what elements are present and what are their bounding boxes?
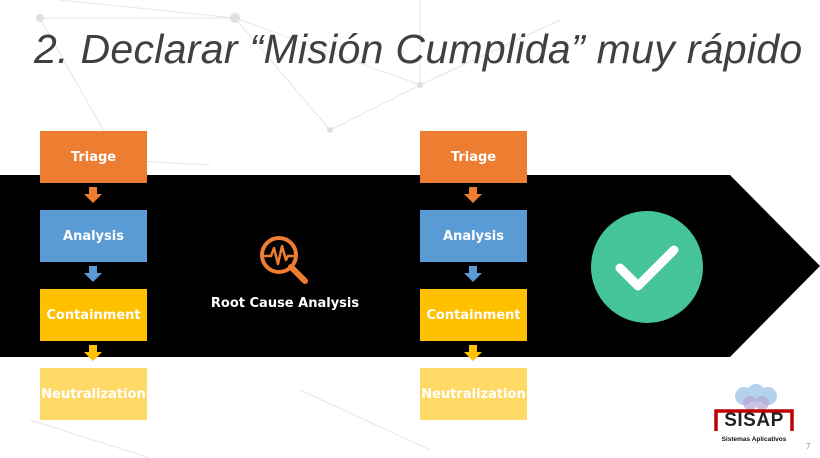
logo-subtitle: Sistemas Aplicativos <box>721 436 787 443</box>
down-arrow-icon <box>84 345 102 361</box>
flow-right-step-neutralization: Neutralization <box>420 368 527 420</box>
flow-left-step-neutralization: Neutralization <box>40 368 147 420</box>
flow-left-step-analysis: Analysis <box>40 210 147 262</box>
flow-left-step-triage: Triage <box>40 131 147 183</box>
magnifier-pulse-icon <box>260 236 308 284</box>
down-arrow-icon <box>464 345 482 361</box>
logo-wordmark: SISAP <box>724 410 784 431</box>
flow-right-step-containment: Containment <box>420 289 527 341</box>
root-cause-label: Root Cause Analysis <box>210 296 360 311</box>
slide-title: 2. Declarar “Misión Cumplida” muy rápido <box>34 26 803 72</box>
down-arrow-icon <box>84 266 102 282</box>
flow-left-step-containment: Containment <box>40 289 147 341</box>
flow-right-step-analysis: Analysis <box>420 210 527 262</box>
sisap-logo <box>714 384 794 431</box>
checkmark-icon <box>591 211 703 323</box>
down-arrow-icon <box>464 187 482 203</box>
page-number: 7 <box>806 442 811 451</box>
flow-right-step-triage: Triage <box>420 131 527 183</box>
down-arrow-icon <box>464 266 482 282</box>
down-arrow-icon <box>84 187 102 203</box>
